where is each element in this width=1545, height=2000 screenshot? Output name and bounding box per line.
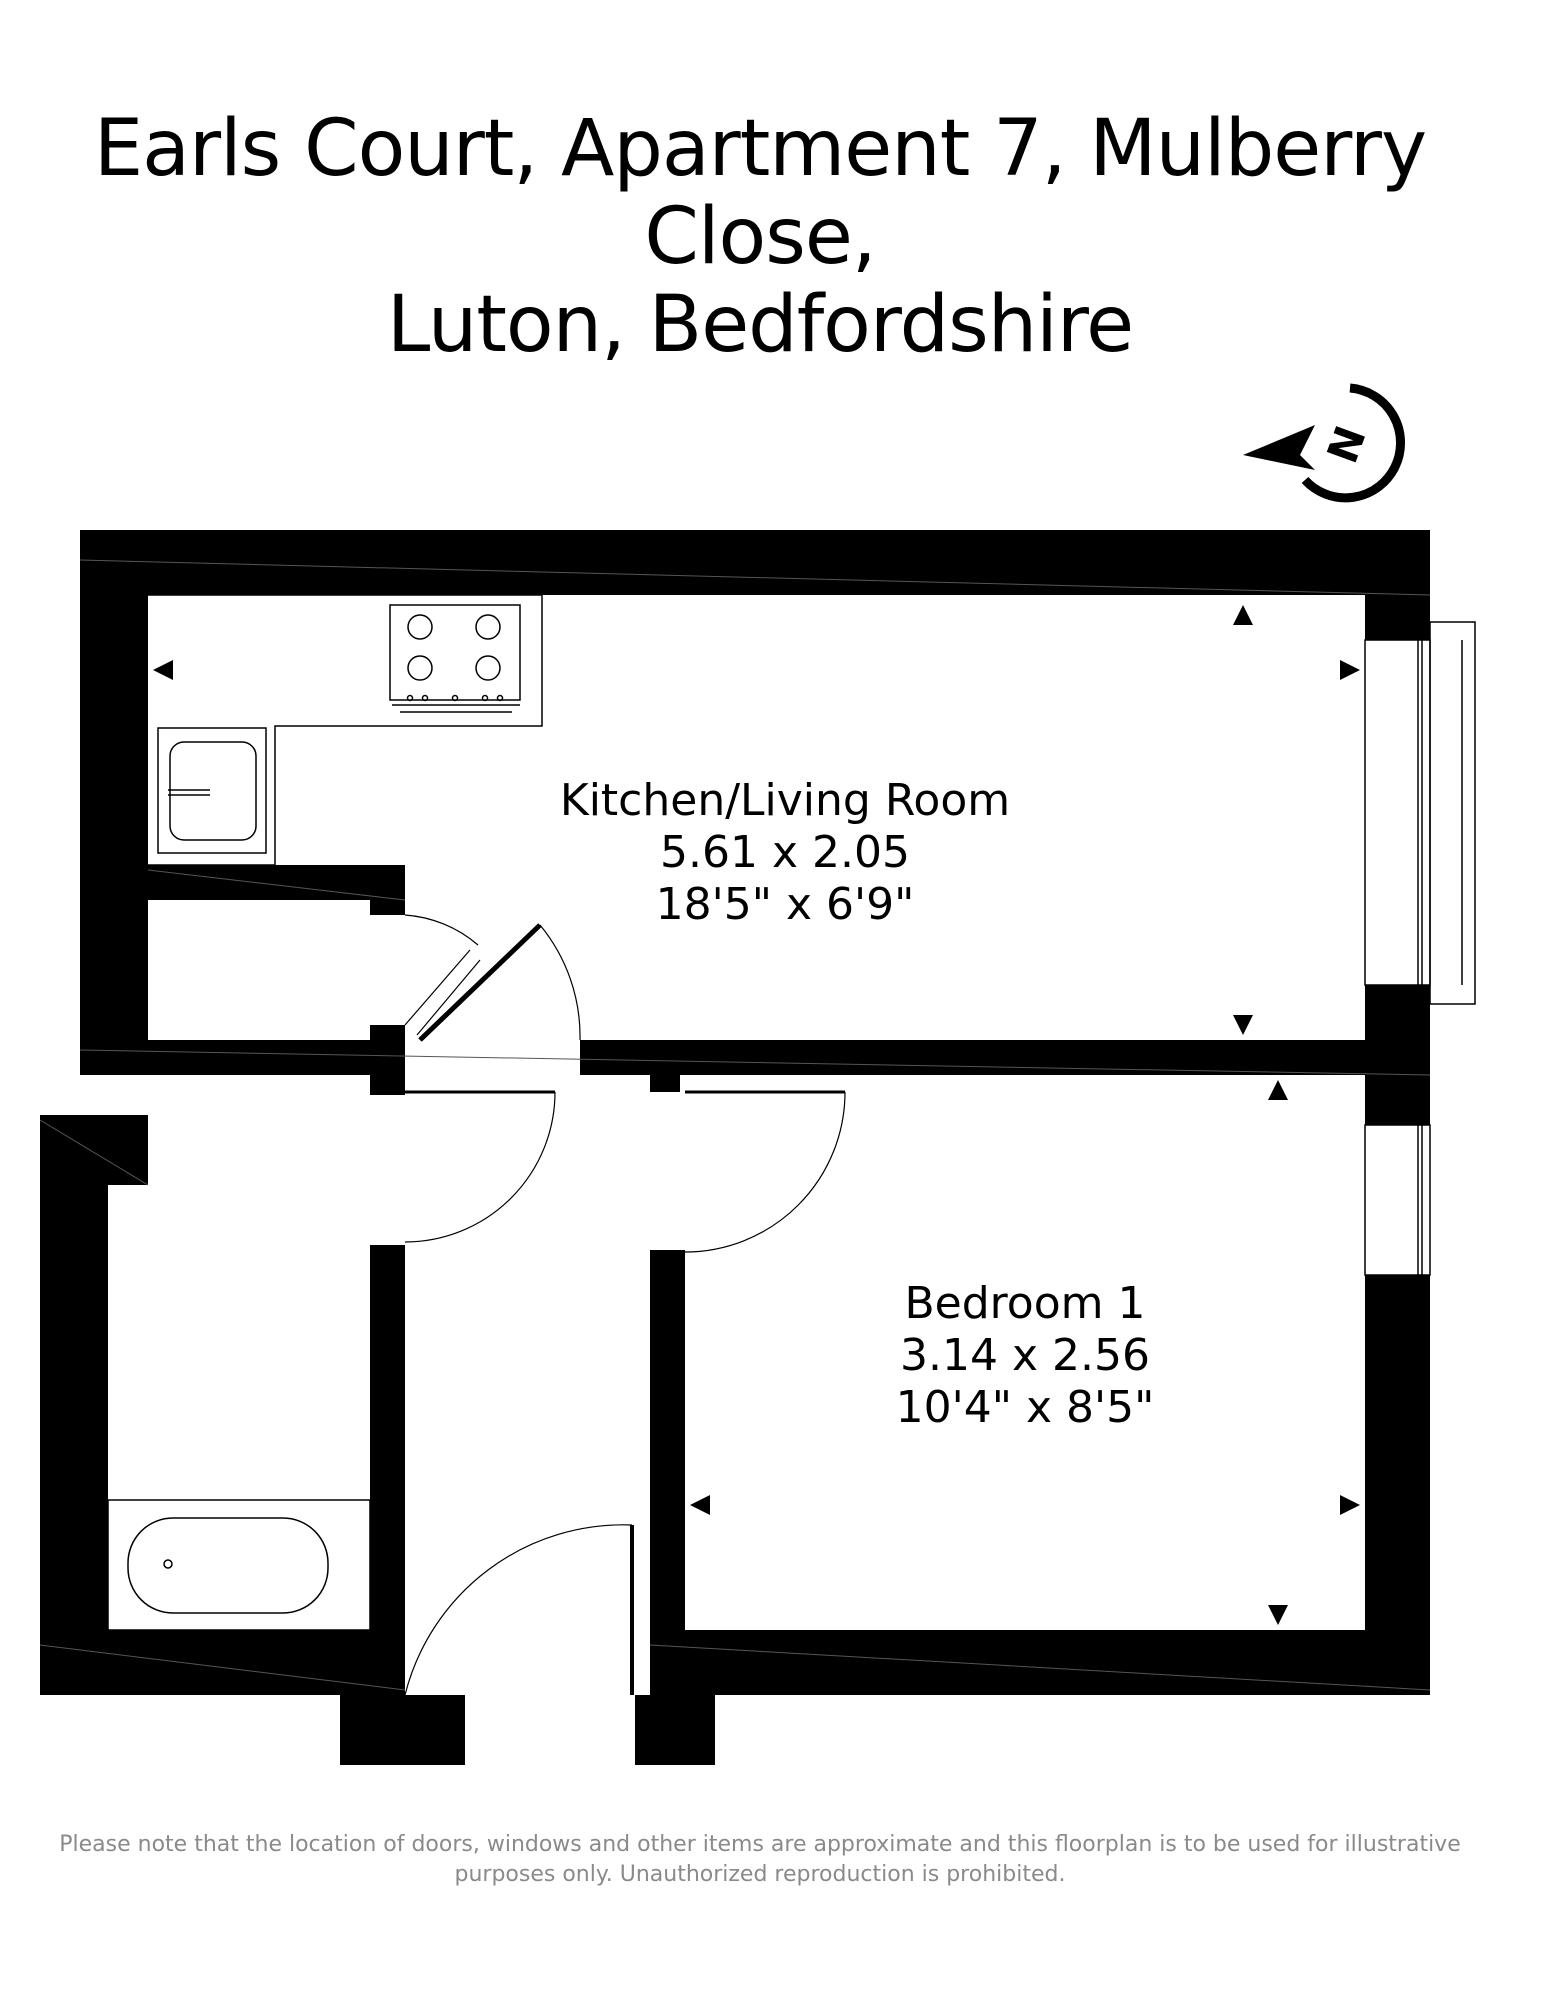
door-bathroom (404, 1090, 556, 1243)
window-kitchen (1364, 621, 1476, 1005)
room-name: Bedroom 1 (905, 1278, 1146, 1329)
room-label-kitchen-living: Kitchen/Living Room 5.61 x 2.05 18'5" x … (560, 775, 1010, 930)
disclaimer: Please note that the location of doors, … (0, 1830, 1520, 1890)
room-metric: 3.14 x 2.56 (900, 1330, 1150, 1381)
floorplan-title: Earls Court, Apartment 7, Mulberry Close… (0, 105, 1520, 369)
room-name: Kitchen/Living Room (560, 775, 1010, 826)
hob-icon (389, 604, 521, 713)
disclaimer-line-1: Please note that the location of doors, … (59, 1832, 1461, 1857)
room-metric: 5.61 x 2.05 (660, 827, 910, 878)
wall-hatching (39, 559, 1431, 1691)
compass-icon: N (1243, 383, 1405, 503)
title-line-2: Luton, Bedfordshire (386, 280, 1134, 370)
compass-letter: N (1318, 420, 1376, 470)
door-kitchen (418, 923, 581, 1042)
room-imperial: 10'4" x 8'5" (896, 1382, 1155, 1433)
title-line-1: Earls Court, Apartment 7, Mulberry Close… (93, 104, 1427, 282)
walls (40, 530, 1430, 1765)
dimension-arrows (153, 605, 1360, 1625)
sink-icon (157, 727, 267, 854)
bath-icon (40, 1499, 371, 1631)
window-bedroom (1364, 1124, 1431, 1276)
room-imperial: 18'5" x 6'9" (656, 879, 915, 930)
door-bedroom (684, 1090, 846, 1253)
kitchen-worktop (148, 594, 543, 866)
room-label-bedroom-1: Bedroom 1 3.14 x 2.56 10'4" x 8'5" (896, 1278, 1155, 1433)
disclaimer-line-2: purposes only. Unauthorized reproduction… (454, 1862, 1066, 1887)
door-cupboard (404, 914, 481, 1036)
door-entrance (404, 1524, 634, 1696)
